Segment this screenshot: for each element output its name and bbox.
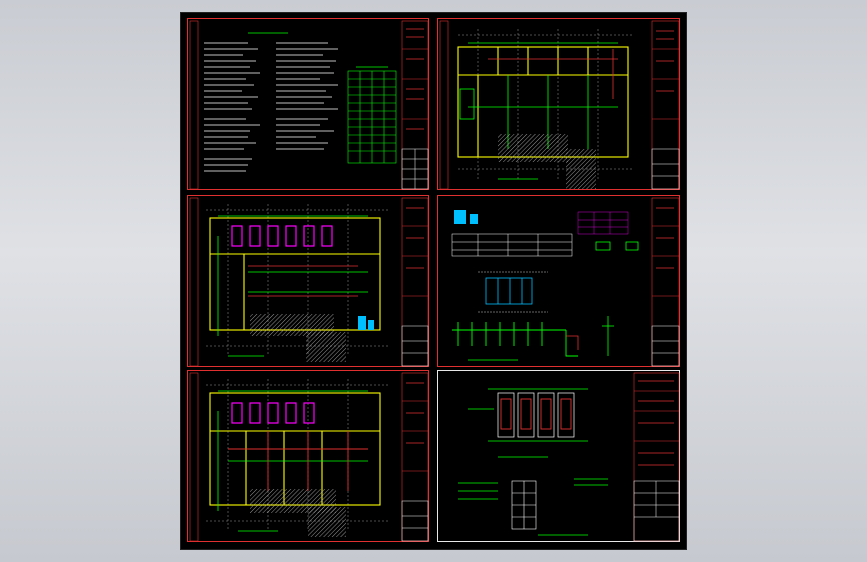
floor-plan-a-drawing xyxy=(439,20,680,190)
sheet-floor-plan-b[interactable] xyxy=(187,195,429,367)
floor-plan-c-drawing xyxy=(189,372,429,542)
sheet-detail[interactable] xyxy=(437,370,680,542)
detail-drawing xyxy=(458,372,680,542)
sheet-floor-plan-a[interactable] xyxy=(437,18,680,190)
sheet-design-notes[interactable] xyxy=(187,18,429,190)
drawing-canvas[interactable] xyxy=(180,12,687,550)
sheet-floor-plan-c[interactable] xyxy=(187,370,429,542)
system-diagram-drawing xyxy=(451,197,680,367)
floor-plan-b-drawing xyxy=(189,197,429,367)
design-notes-drawing xyxy=(189,20,429,190)
sheet-system-diagram[interactable] xyxy=(437,195,680,367)
